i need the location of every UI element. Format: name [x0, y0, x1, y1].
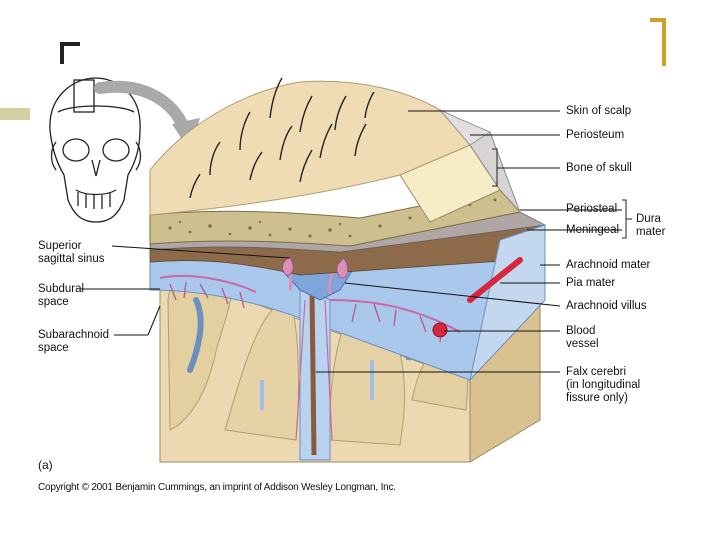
label-periosteal: Periosteal [566, 203, 618, 215]
slide-decoration [0, 18, 666, 120]
skull-icon [49, 77, 142, 223]
label-subarachnoid-space: Subarachnoid space [38, 329, 109, 354]
accent-bar-left [0, 108, 30, 120]
corner-bracket-top-right [650, 18, 666, 66]
right-side-layers [432, 224, 546, 382]
label-superior-sagittal-sinus: Superior sagittal sinus [38, 240, 105, 265]
scalp-layer [149, 77, 492, 216]
label-falx-cerebri: Falx cerebri (in longitudinal fissure on… [566, 366, 641, 404]
label-skin-of-scalp: Skin of scalp [566, 105, 632, 117]
label-meningeal: Meningeal [566, 224, 620, 236]
dura-bracket [622, 199, 632, 239]
arachnoid-villi [282, 255, 349, 279]
falx-cerebri [295, 284, 333, 461]
leader-lines-right [316, 110, 622, 373]
label-subdural-space: Subdural space [38, 283, 85, 308]
label-arachnoid-mater: Arachnoid mater [566, 259, 651, 271]
figure-letter: (a) [38, 458, 53, 472]
corner-bracket-top-left [60, 42, 80, 64]
leader-lines-left [80, 245, 291, 336]
label-dura-mater: Dura mater [636, 213, 666, 238]
label-arachnoid-villus: Arachnoid villus [566, 300, 647, 312]
label-periosteum: Periosteum [566, 129, 625, 141]
copyright-notice: Copyright © 2001 Benjamin Cummings, an i… [38, 482, 396, 493]
label-pia-mater: Pia mater [566, 277, 616, 289]
bone-bracket [492, 148, 503, 187]
label-blood-vessel: Blood vessel [566, 325, 599, 350]
label-bone-of-skull: Bone of skull [566, 162, 632, 174]
